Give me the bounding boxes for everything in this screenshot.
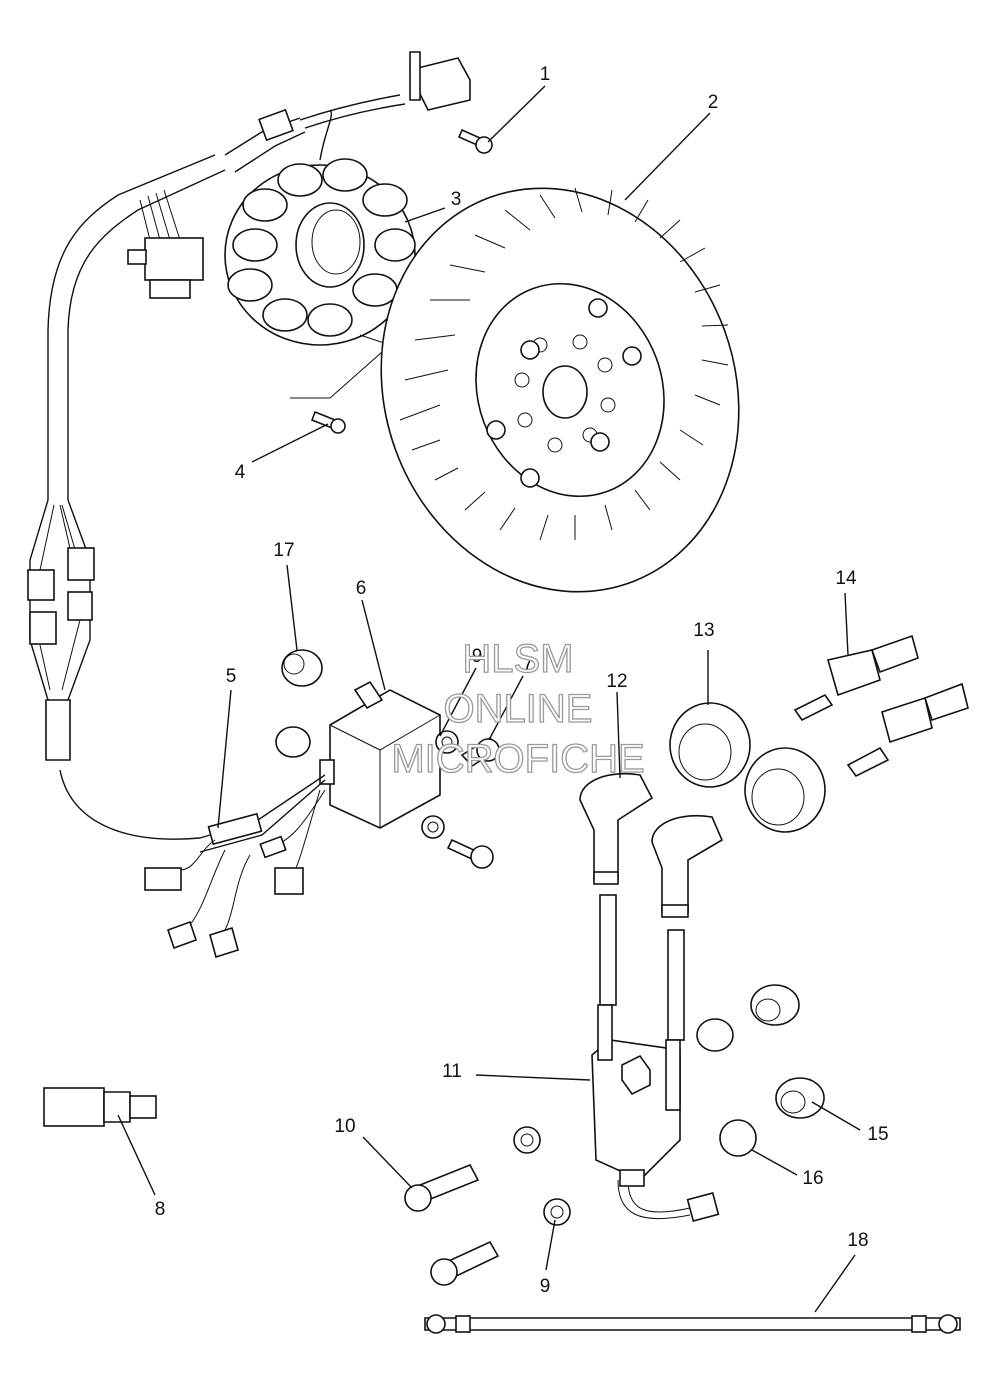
- coil-bolt-upper: [404, 1163, 480, 1212]
- lock-washer-lower: [421, 815, 445, 839]
- callout-1: 1: [540, 64, 551, 85]
- module-bolt: [460, 736, 502, 768]
- stator: [224, 109, 416, 399]
- callout-6: 6: [356, 578, 367, 599]
- callout-5: 5: [226, 666, 237, 687]
- coil-washer-upper: [513, 1126, 541, 1154]
- cdi-harness: [144, 774, 326, 959]
- watermark-line-1: HLSM: [462, 637, 573, 681]
- callout-10: 10: [334, 1116, 355, 1137]
- wiring-harness: [27, 51, 471, 840]
- connector-screw: [457, 128, 493, 154]
- grommet: [281, 649, 323, 687]
- ground-strap: [424, 1314, 961, 1334]
- spark-plugs: [793, 634, 969, 778]
- callout-9-upper: 9: [472, 646, 483, 667]
- flywheel: [380, 187, 740, 593]
- callout-14: 14: [835, 568, 857, 589]
- callout-15: 15: [867, 1124, 888, 1145]
- leader-lines: [117, 85, 861, 1313]
- callout-3: 3: [451, 189, 462, 210]
- bushings: [696, 984, 825, 1157]
- watermark-line-3: MICROFICHE: [391, 737, 644, 781]
- callout-11: 11: [442, 1061, 462, 1082]
- callout-9-lower: 9: [540, 1276, 551, 1297]
- callout-12: 12: [606, 671, 627, 692]
- terminal-connector: [43, 1087, 157, 1127]
- callout-16: 16: [802, 1168, 823, 1189]
- stator-screw: [310, 410, 346, 434]
- callout-13: 13: [693, 620, 714, 641]
- watermark: HLSM ONLINE MICROFICHE: [391, 636, 646, 781]
- callout-2: 2: [708, 92, 719, 113]
- callout-8: 8: [155, 1199, 166, 1220]
- lock-washer-upper: [435, 730, 459, 754]
- ignition-coil: [591, 1004, 720, 1222]
- coil-washer-lower: [543, 1198, 571, 1226]
- callout-7: 7: [523, 654, 534, 675]
- coil-bolt-lower: [430, 1240, 500, 1286]
- cdi-module: [275, 680, 441, 829]
- callout-4: 4: [235, 462, 246, 483]
- callout-labels: 1 2 3 4 5 6 7 8 9 9 10 11 12 13 14 15 16…: [155, 64, 889, 1297]
- callout-18: 18: [847, 1230, 868, 1251]
- spark-plug-caps: [579, 772, 724, 1041]
- module-bolt-lower: [446, 838, 494, 869]
- plug-grommets: [669, 702, 826, 833]
- callout-17: 17: [273, 540, 294, 561]
- watermark-line-2: ONLINE: [444, 687, 593, 731]
